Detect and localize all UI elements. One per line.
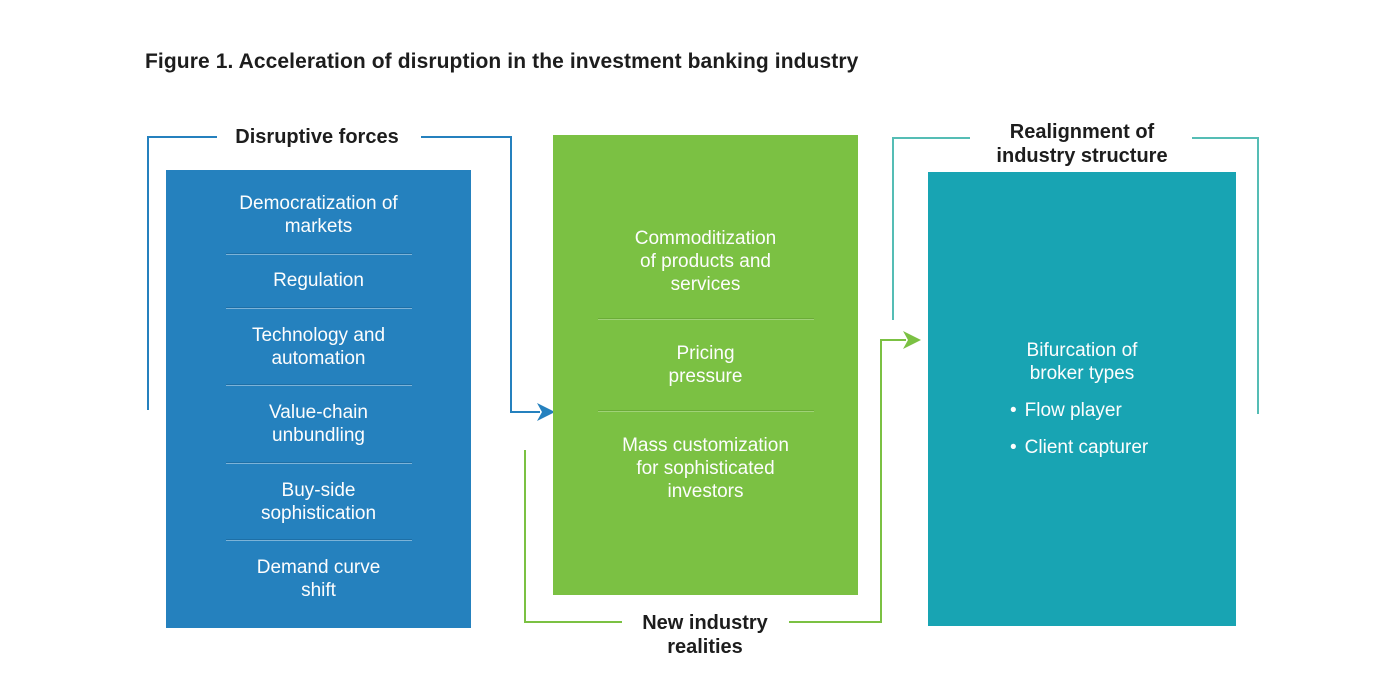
list-item: Technology and automation [251, 324, 386, 369]
bullet-label: Flow player [1024, 400, 1122, 421]
divider [225, 252, 412, 255]
arrow-right-icon [903, 331, 921, 349]
list-item: Commoditization of products and services [634, 228, 777, 295]
divider [225, 461, 412, 464]
box-heading: Bifurcation of broker types [1026, 340, 1138, 384]
list-item: • Client capturer [1010, 436, 1148, 459]
bullet-list: • Flow player • Client capturer [1010, 399, 1148, 459]
list-item: Buy-side sophistication [260, 479, 377, 524]
box-disruptive-forces: Democratization of markets Regulation Te… [166, 170, 471, 628]
divider [597, 410, 814, 412]
divider [597, 318, 814, 320]
list-item: Democratization of markets [239, 193, 398, 237]
list-item: Demand curve shift [256, 556, 381, 601]
list-item: Value-chain unbundling [269, 402, 368, 447]
list-item: Regulation [273, 270, 364, 292]
label-disruptive-forces: Disruptive forces [235, 126, 399, 148]
divider [225, 384, 412, 387]
box-new-industry-realities: Commoditization of products and services… [553, 135, 858, 595]
label-realignment-industry-structure: Realignment of industry structure [996, 121, 1168, 167]
bullet-icon: • [1010, 400, 1017, 421]
divider [225, 307, 412, 310]
list-item: Mass customization for sophisticated inv… [622, 435, 789, 502]
label-new-industry-realities: New industry realities [642, 612, 768, 658]
figure-title: Figure 1. Acceleration of disruption in … [145, 50, 859, 73]
list-item: • Flow player [1010, 399, 1148, 422]
bullet-label: Client capturer [1024, 437, 1149, 458]
box-realignment: Bifurcation of broker types • Flow playe… [928, 172, 1236, 626]
divider [225, 539, 412, 542]
bullet-icon: • [1010, 437, 1017, 458]
list-item: Pricing pressure [668, 343, 743, 387]
